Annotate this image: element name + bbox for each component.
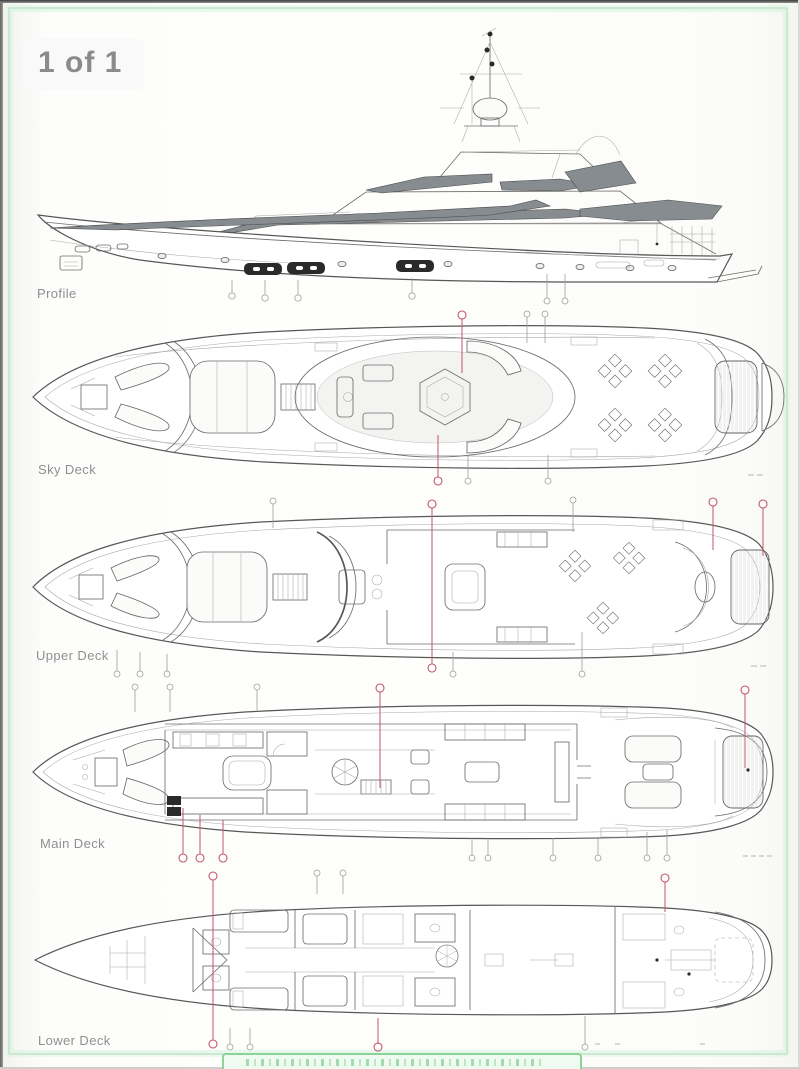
mast-and-antennas — [453, 27, 529, 125]
watermark-glyphs — [246, 1059, 546, 1066]
main-deck-view — [15, 680, 785, 865]
hull-outline — [32, 515, 774, 659]
lower-deck-view — [15, 868, 785, 1053]
upper-deck-view — [15, 492, 785, 682]
scan-edge-top — [0, 0, 800, 3]
lower-deck-drawing — [33, 869, 773, 1052]
lower-deck-annotations — [208, 869, 705, 1052]
sky-deck-drawing — [32, 310, 785, 486]
sky-deck-view — [15, 305, 785, 490]
maindeck-glass — [49, 199, 552, 231]
view-label-main-deck: Main Deck — [40, 836, 106, 851]
radar-dome — [440, 97, 540, 143]
watermark-bar — [222, 1053, 582, 1069]
profile-drawing — [36, 27, 763, 305]
view-label-sky-deck: Sky Deck — [38, 462, 97, 477]
sky-deck-annotations — [433, 310, 763, 486]
profile-annotations — [228, 222, 659, 305]
profile-view — [20, 12, 780, 305]
main-deck-annotations — [131, 683, 772, 863]
page-count-badge: 1 of 1 — [22, 38, 145, 90]
view-label-upper-deck: Upper Deck — [36, 648, 109, 663]
upper-deck-annotations — [113, 496, 768, 678]
hull-outline — [32, 704, 774, 840]
scan-edge-left — [0, 0, 3, 1069]
upper-deck-drawing — [32, 496, 774, 678]
hull-outline — [33, 904, 773, 1016]
scan-edge-right — [798, 0, 800, 1069]
view-label-lower-deck: Lower Deck — [38, 1033, 111, 1048]
main-deck-drawing — [32, 683, 774, 863]
view-label-profile: Profile — [37, 286, 77, 301]
